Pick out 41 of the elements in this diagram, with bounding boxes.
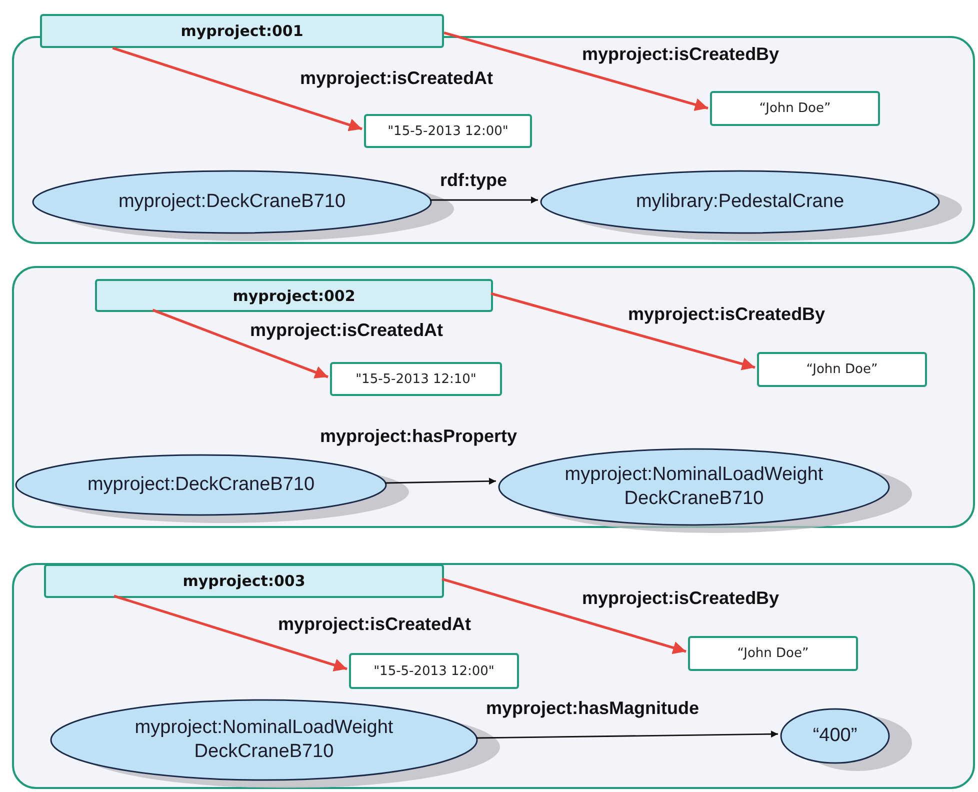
arrow bbox=[112, 46, 362, 132]
literal-box: "15-5-2013 12:10" bbox=[330, 362, 502, 396]
arrow bbox=[490, 292, 756, 370]
node-label: mylibrary:PedestalCrane bbox=[636, 190, 844, 214]
literal-box: "15-5-2013 12:00" bbox=[364, 114, 532, 148]
arrow bbox=[152, 308, 328, 378]
arrow bbox=[476, 730, 778, 739]
literal-box: “John Doe” bbox=[757, 352, 927, 387]
edge-label: myproject:isCreatedAt bbox=[278, 614, 472, 635]
graph-name-box: myproject:001 bbox=[40, 14, 444, 48]
resource-ellipse bbox=[780, 708, 890, 764]
resource-ellipse bbox=[50, 699, 478, 781]
edge-label: myproject:hasMagnitude bbox=[486, 698, 700, 719]
resource-ellipse bbox=[32, 170, 432, 234]
graph-name-box: myproject:003 bbox=[44, 564, 444, 598]
arrow bbox=[114, 594, 348, 672]
resource-ellipse bbox=[15, 454, 387, 516]
arrow bbox=[444, 31, 708, 111]
arrow bbox=[384, 478, 496, 485]
graph-name-box: myproject:002 bbox=[95, 279, 493, 312]
node-label: myproject:NominalLoadWeight DeckCraneB710 bbox=[564, 463, 824, 511]
node-label: myproject:DeckCraneB710 bbox=[118, 190, 346, 214]
node-label: myproject:NominalLoadWeight DeckCraneB710 bbox=[134, 716, 394, 764]
named-graph-panel bbox=[12, 266, 975, 528]
resource-ellipse bbox=[540, 170, 940, 234]
resource-ellipse bbox=[498, 448, 890, 526]
edge-label: myproject:isCreatedBy bbox=[582, 588, 780, 609]
edge-label: rdf:type bbox=[440, 170, 507, 191]
node-label: “400” bbox=[812, 724, 858, 748]
arrow bbox=[430, 196, 538, 204]
arrow bbox=[442, 578, 686, 654]
edge-label: myproject:hasProperty bbox=[320, 426, 518, 447]
named-graph-panel bbox=[12, 563, 975, 789]
edge-label: myproject:isCreatedAt bbox=[250, 320, 444, 341]
literal-box: “John Doe” bbox=[688, 636, 858, 671]
node-label: myproject:DeckCraneB710 bbox=[87, 473, 315, 497]
edge-label: myproject:isCreatedAt bbox=[300, 68, 494, 89]
edge-label: myproject:isCreatedBy bbox=[582, 44, 780, 65]
literal-box: “John Doe” bbox=[710, 91, 880, 126]
literal-box: "15-5-2013 12:00" bbox=[349, 653, 519, 689]
edge-label: myproject:isCreatedBy bbox=[628, 304, 826, 325]
